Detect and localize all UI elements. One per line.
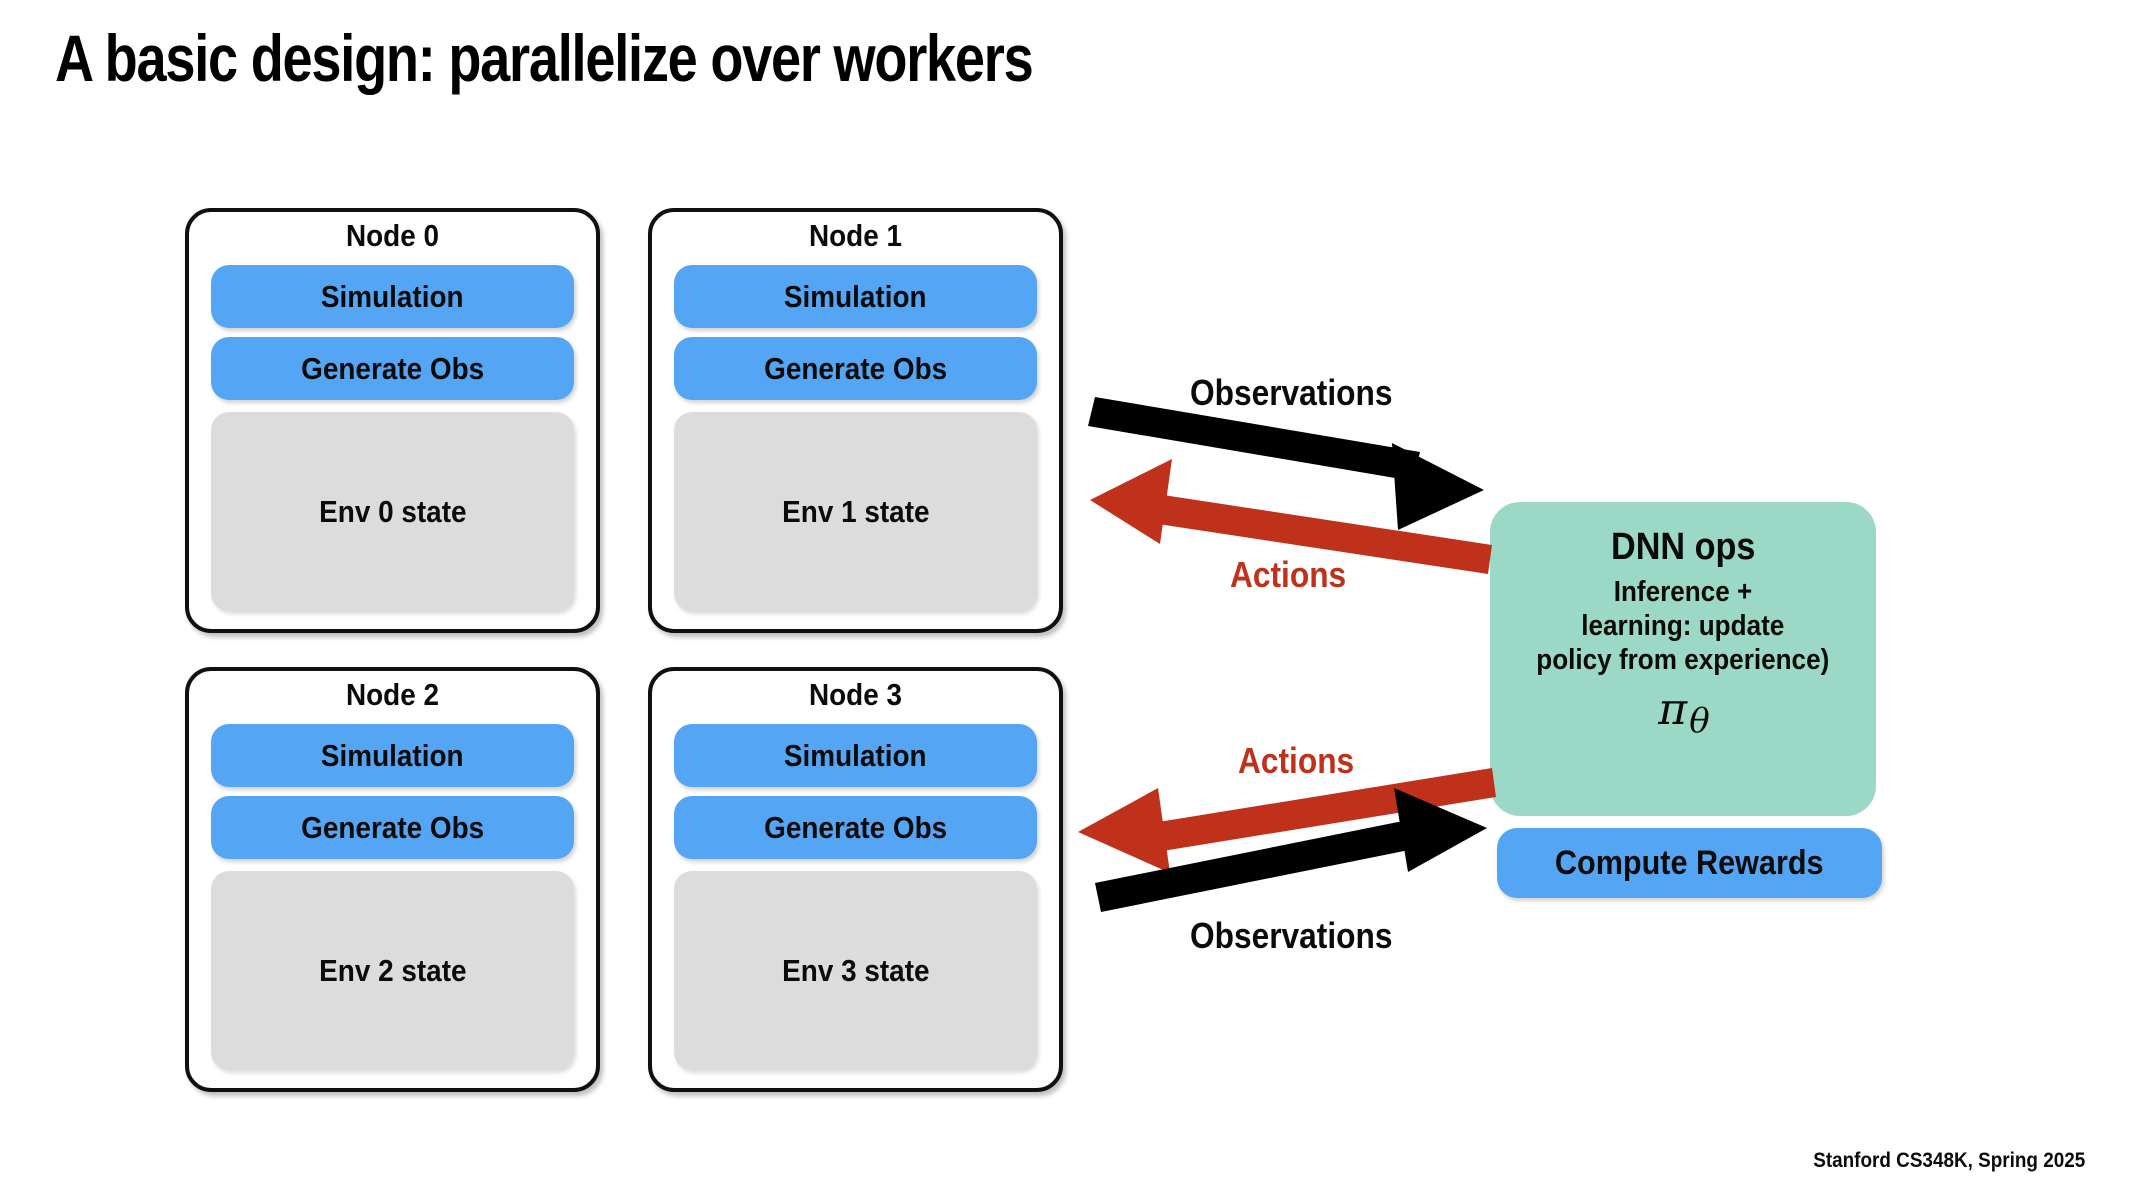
env-state-label: Env 2 state [318, 952, 467, 988]
actions-arrow-bottom [1078, 768, 1496, 873]
dnn-ops-line-2: learning: update [1581, 610, 1785, 643]
node-title: Node 1 [808, 218, 903, 253]
compute-rewards-label: Compute Rewards [1555, 843, 1824, 882]
simulation-label: Simulation [321, 737, 464, 773]
generate-obs-label: Generate Obs [301, 809, 484, 845]
env-state-label: Env 3 state [781, 952, 930, 988]
simulation-label: Simulation [784, 737, 927, 773]
actions-label-top: Actions [1230, 554, 1347, 595]
env-state-block[interactable]: Env 1 state [674, 412, 1037, 611]
dnn-ops-title: DNN ops [1610, 526, 1756, 568]
compute-rewards-block[interactable]: Compute Rewards [1497, 828, 1882, 898]
env-state-block[interactable]: Env 0 state [211, 412, 574, 611]
generate-obs-label: Generate Obs [764, 809, 947, 845]
node-card-0[interactable]: Node 0 Simulation Generate Obs Env 0 sta… [185, 208, 600, 633]
simulation-block[interactable]: Simulation [674, 265, 1037, 328]
generate-obs-block[interactable]: Generate Obs [211, 337, 574, 400]
observations-label-bottom: Observations [1190, 915, 1393, 956]
node-card-3[interactable]: Node 3 Simulation Generate Obs Env 3 sta… [648, 667, 1063, 1092]
simulation-block[interactable]: Simulation [211, 265, 574, 328]
simulation-label: Simulation [321, 278, 464, 314]
node-card-1[interactable]: Node 1 Simulation Generate Obs Env 1 sta… [648, 208, 1063, 633]
footer-credit: Stanford CS348K, Spring 2025 [1812, 1149, 2085, 1172]
policy-pi-glyph: π [1658, 683, 1688, 735]
observations-label-top: Observations [1190, 372, 1393, 413]
env-state-label: Env 0 state [318, 493, 467, 529]
node-title: Node 2 [345, 677, 440, 712]
observations-arrow-bottom [1095, 788, 1487, 912]
dnn-ops-box[interactable]: DNN ops Inference + learning: update pol… [1490, 502, 1876, 816]
generate-obs-block[interactable]: Generate Obs [674, 337, 1037, 400]
policy-symbol: πθ [1658, 683, 1709, 741]
actions-label-bottom: Actions [1238, 740, 1355, 781]
generate-obs-block[interactable]: Generate Obs [674, 796, 1037, 859]
generate-obs-block[interactable]: Generate Obs [211, 796, 574, 859]
generate-obs-label: Generate Obs [301, 350, 484, 386]
actions-arrow-top [1090, 459, 1492, 574]
node-title: Node 3 [808, 677, 903, 712]
env-state-label: Env 1 state [781, 493, 930, 529]
env-state-block[interactable]: Env 2 state [211, 871, 574, 1070]
simulation-block[interactable]: Simulation [211, 724, 574, 787]
node-title: Node 0 [345, 218, 440, 253]
node-card-2[interactable]: Node 2 Simulation Generate Obs Env 2 sta… [185, 667, 600, 1092]
dnn-ops-line-3: policy from experience) [1536, 644, 1830, 677]
env-state-block[interactable]: Env 3 state [674, 871, 1037, 1070]
page-title: A basic design: parallelize over workers [55, 21, 1034, 95]
generate-obs-label: Generate Obs [764, 350, 947, 386]
policy-theta-subscript: θ [1689, 700, 1710, 741]
dnn-ops-line-1: Inference + [1613, 576, 1753, 608]
simulation-label: Simulation [784, 278, 927, 314]
simulation-block[interactable]: Simulation [674, 724, 1037, 787]
observations-arrow-top [1088, 397, 1484, 530]
